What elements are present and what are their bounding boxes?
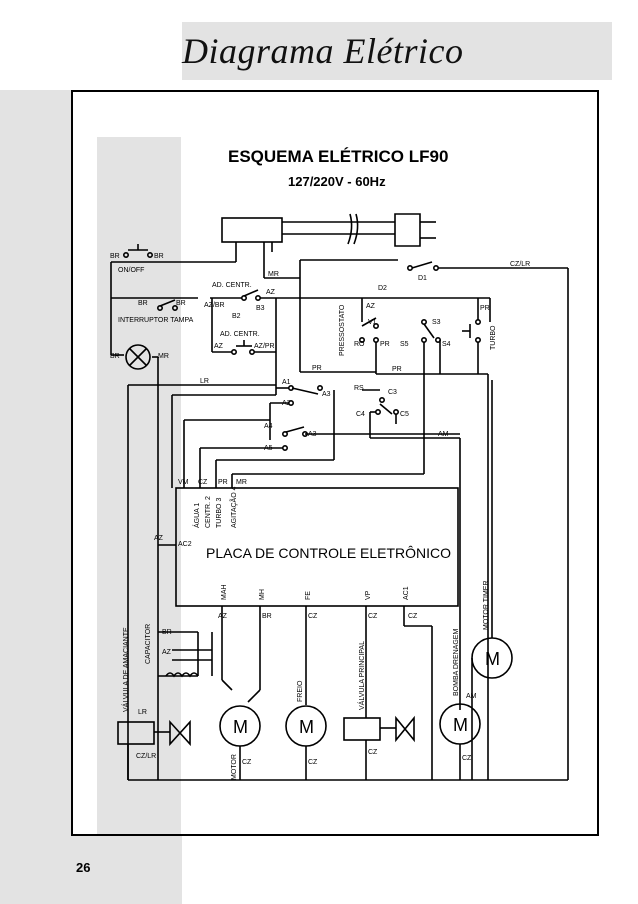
label-az-pr: AZ/PR	[254, 343, 275, 350]
label-d2: D2	[378, 285, 387, 292]
bomba-motor-symbol: M	[453, 715, 468, 735]
amaciante-coil	[117, 721, 155, 745]
label-az-6: AZ	[162, 649, 172, 656]
label-ad-centr-2: AD. CENTR.	[220, 331, 260, 338]
label-rs: RS	[354, 385, 364, 392]
label-br7: BR	[162, 629, 172, 636]
terminal-block	[221, 217, 283, 243]
label-br6: BR	[262, 613, 272, 620]
label-bomba: BOMBA DRENAGEM	[453, 629, 460, 696]
label-d1: D1	[418, 275, 427, 282]
control-board	[175, 487, 459, 607]
label-cz-lr: CZ/LR	[510, 261, 530, 268]
label-turbo: TURBO	[490, 325, 497, 350]
label-mr-lamp: MR	[158, 353, 169, 360]
label-c3: C3	[388, 389, 397, 396]
label-cz-3: CZ	[368, 613, 378, 620]
label-az-4: AZ	[154, 535, 164, 542]
diagram-heading: ESQUEMA ELÉTRICO LF90	[228, 147, 448, 166]
freio-motor-symbol: M	[299, 717, 314, 737]
label-pr-5: PR	[218, 479, 228, 486]
label-on-off: ON/OFF	[118, 267, 144, 274]
label-turbo3: TURBO 3	[216, 498, 223, 528]
label-lr-1: LR	[200, 378, 209, 385]
label-pr-4: PR	[392, 366, 402, 373]
label-vp: VP	[365, 590, 372, 600]
label-c4: C4	[356, 411, 365, 418]
label-cz-5: CZ	[242, 759, 252, 766]
label-valvula-amaciante: VÁLVULA DE AMACIANTE	[121, 627, 130, 712]
label-lr-2: LR	[138, 709, 147, 716]
title-band	[182, 22, 612, 80]
label-am-2: AM	[466, 693, 477, 700]
page-number: 26	[76, 860, 91, 875]
label-br5: BR	[110, 353, 120, 360]
label-motor: MOTOR	[231, 754, 238, 780]
label-vm: VM	[178, 479, 189, 486]
label-am-1: AM	[438, 431, 449, 438]
label-b3: B3	[256, 305, 265, 312]
label-cz-1: CZ	[198, 479, 208, 486]
label-mah: MAH	[221, 584, 228, 600]
label-b2: B2	[232, 313, 241, 320]
label-ro: RO	[354, 341, 365, 348]
label-motor-timer: MOTOR TIMER	[483, 580, 490, 630]
label-s3: S3	[432, 319, 441, 326]
label-az-1: AZ	[266, 289, 276, 296]
label-interruptor: INTERRUPTOR TAMPA	[118, 317, 194, 324]
label-cz-8: CZ	[462, 755, 472, 762]
plug-body	[394, 213, 421, 247]
label-a2: A2	[282, 400, 291, 407]
label-a4: A4	[264, 423, 273, 430]
label-az-5: AZ	[218, 613, 228, 620]
label-c5: C5	[400, 411, 409, 418]
label-pr-1: PR	[380, 341, 390, 348]
label-pr-3: PR	[312, 365, 322, 372]
label-v1: V1	[368, 319, 377, 326]
label-a3-1: A3	[322, 391, 331, 398]
label-agitacao: AGITAÇÃO 4	[229, 486, 238, 528]
label-br2: BR	[154, 253, 164, 260]
label-a3-2: A3	[308, 431, 317, 438]
voltage-label: 127/220V - 60Hz	[288, 174, 386, 189]
inner-grey-strip	[97, 137, 181, 834]
label-mh: MH	[259, 589, 266, 600]
label-br4: BR	[176, 300, 186, 307]
label-az-br: AZ/BR	[204, 302, 225, 309]
label-pressostato: PRESSOSTATO	[339, 304, 346, 356]
label-ac2: AC2	[178, 541, 192, 548]
label-cz-lr-2: CZ/LR	[136, 753, 156, 760]
board-label: PLACA DE CONTROLE ELETRÔNICO	[206, 545, 451, 561]
label-centr: CENTR. 2	[205, 496, 212, 528]
label-ad-centr-1: AD. CENTR.	[212, 282, 252, 289]
label-agua: ÁGUA 1	[192, 503, 201, 528]
label-cz-6: CZ	[308, 759, 318, 766]
label-a1: A1	[282, 379, 291, 386]
label-cz-4: CZ	[408, 613, 418, 620]
label-mr-2: MR	[236, 479, 247, 486]
label-az-3: AZ	[366, 303, 376, 310]
diagram-labels: ESQUEMA ELÉTRICO LF90 127/220V - 60Hz PL…	[110, 147, 530, 780]
label-br1: BR	[110, 253, 120, 260]
label-a5: A5	[264, 445, 273, 452]
label-cz-2: CZ	[308, 613, 318, 620]
page-title: Diagrama Elétrico	[182, 31, 464, 71]
label-br3: BR	[138, 300, 148, 307]
label-cz-7: CZ	[368, 749, 378, 756]
label-s5: S5	[400, 341, 409, 348]
label-ac1: AC1	[403, 586, 410, 600]
label-az-2: AZ	[214, 343, 224, 350]
timer-motor-symbol: M	[485, 649, 500, 669]
label-capacitor: CAPACITOR	[145, 624, 152, 664]
wires	[110, 213, 569, 781]
motor-symbol: M	[233, 717, 248, 737]
label-fe: FE	[305, 591, 312, 600]
label-freio: FREIO	[297, 680, 304, 702]
label-mr-top: MR	[268, 271, 279, 278]
label-s4: S4	[442, 341, 451, 348]
label-pr-2: PR	[480, 305, 490, 312]
label-valvula-principal: VÁLVULA PRINCIPAL	[357, 641, 366, 710]
